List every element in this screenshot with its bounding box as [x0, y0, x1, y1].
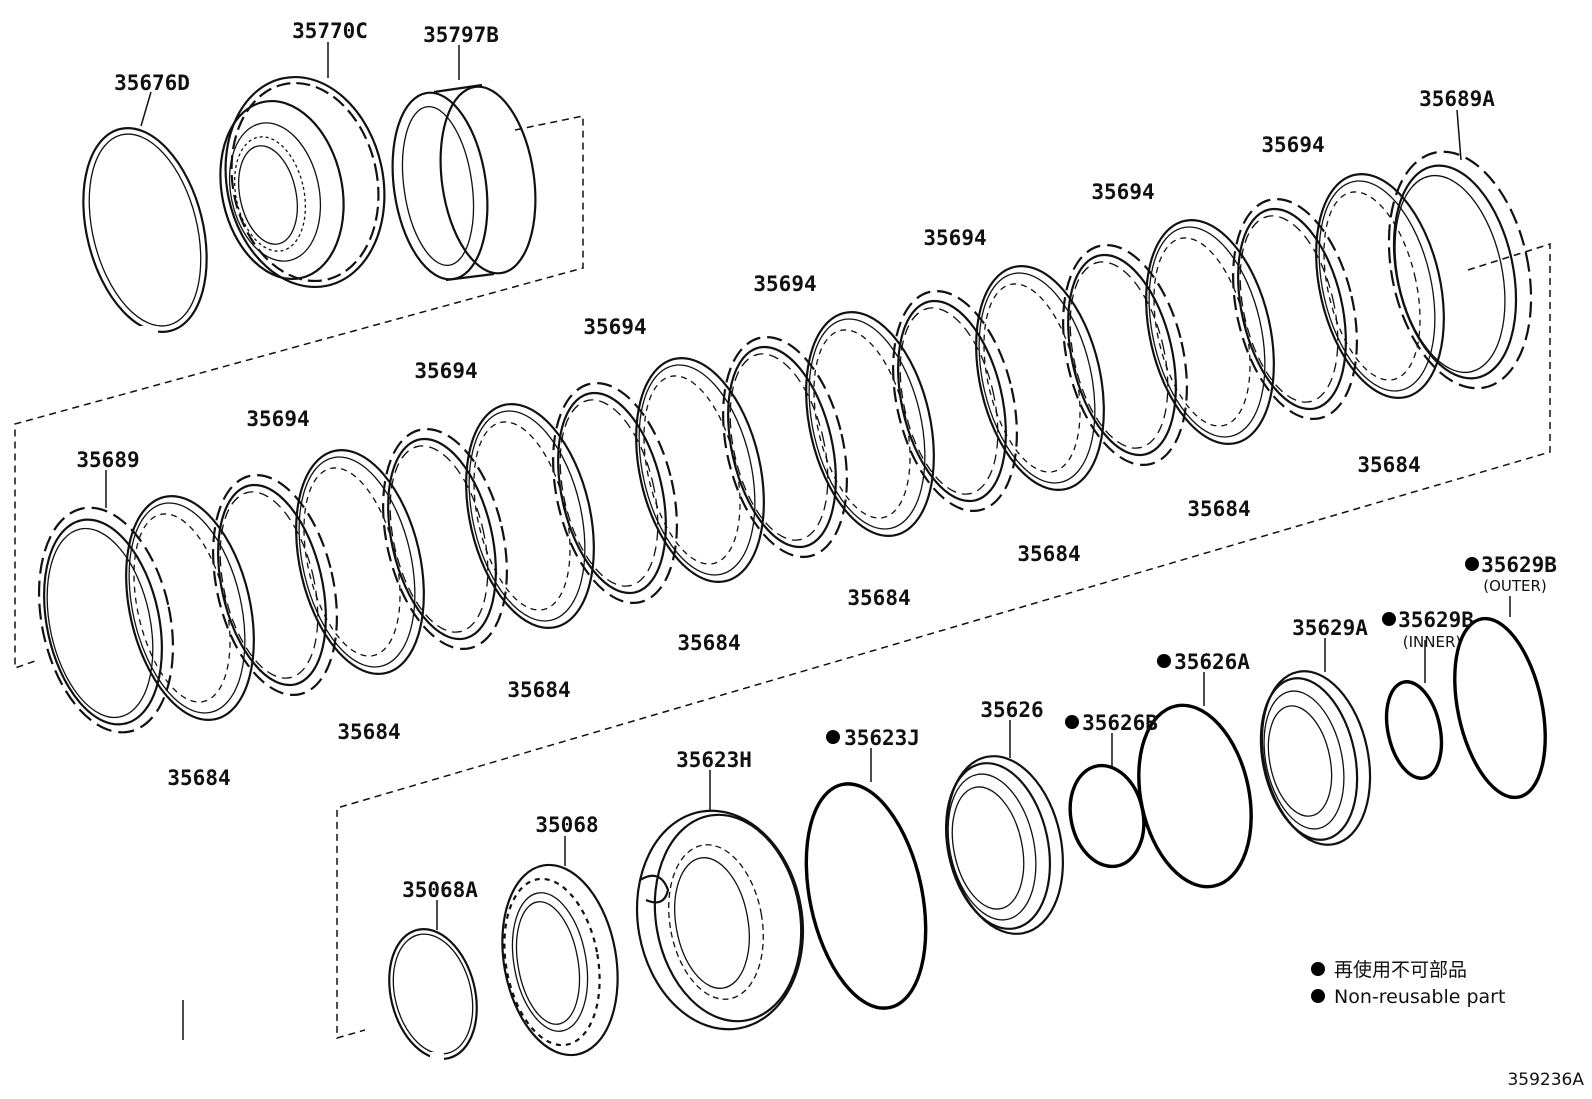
label-35626: 35626	[980, 698, 1043, 722]
flange-plate-35689	[37, 506, 175, 734]
label-35684-3: 35684	[507, 678, 570, 702]
label-35684-8: 35684	[1357, 453, 1420, 477]
non-reusable-mark-35629B-inner	[1382, 612, 1396, 626]
label-35068A: 35068A	[402, 878, 478, 902]
label-35694-5: 35694	[923, 226, 986, 250]
label-35626A: 35626A	[1174, 650, 1250, 674]
label-35694-6: 35694	[1091, 180, 1154, 204]
label-35623H: 35623H	[676, 748, 752, 772]
clutch-hub-35770C	[219, 75, 386, 289]
legend: 再使用不可部品 Non-reusable part	[1311, 959, 1505, 1008]
friction-disc-35694	[722, 335, 848, 559]
label-35694-1: 35694	[246, 407, 309, 431]
steel-plate-35684	[975, 265, 1105, 491]
seal-35626	[944, 755, 1064, 935]
label-35676D: 35676D	[114, 71, 190, 95]
snap-ring-35068A	[388, 928, 478, 1062]
label-35689: 35689	[76, 448, 139, 472]
label-inner: (INNER)	[1403, 633, 1461, 651]
part-labels: 35676D 35770C 35797B 35689A 35689 35694 …	[76, 19, 1557, 902]
legend-text-japanese: 再使用不可部品	[1334, 959, 1467, 981]
steel-plate-35684	[125, 495, 255, 721]
label-35694-7: 35694	[1261, 133, 1324, 157]
friction-disc-35694	[382, 427, 508, 651]
legend-dot-2	[1311, 989, 1325, 1003]
o-ring-35626A	[1137, 703, 1253, 889]
label-35684-7: 35684	[1187, 497, 1250, 521]
steel-plate-35684	[295, 449, 425, 675]
label-35684-4: 35684	[677, 631, 740, 655]
friction-disc-35694	[1062, 243, 1188, 467]
label-35684-1: 35684	[167, 766, 230, 790]
friction-disc-35694	[552, 381, 678, 605]
clutch-disc-stack	[125, 173, 1445, 721]
leader-lines	[105, 42, 1511, 1040]
label-35623J: 35623J	[844, 726, 920, 750]
label-35770C: 35770C	[292, 19, 368, 43]
steel-plate-35684	[1145, 219, 1275, 445]
assembly-boundary	[14, 115, 1551, 1039]
label-35797B: 35797B	[423, 23, 499, 47]
non-reusable-mark-35626A	[1157, 654, 1171, 668]
seal-35629A	[1259, 670, 1372, 846]
piston-35623H	[635, 809, 805, 1031]
flange-plate-35689A	[1387, 150, 1533, 390]
steel-plate-35684	[1315, 173, 1445, 399]
label-35629B-outer: 35629B	[1481, 553, 1557, 577]
friction-disc-35694	[212, 473, 338, 697]
label-35689A: 35689A	[1419, 87, 1495, 111]
sleeve-35797B	[391, 83, 537, 282]
non-reusable-mark-35623J	[826, 730, 840, 744]
steel-plate-35684	[465, 403, 595, 629]
snap-ring-35676D	[82, 127, 208, 338]
label-35684-2: 35684	[337, 720, 400, 744]
legend-dot-1	[1311, 962, 1325, 976]
figure-code: 359236A	[1507, 1070, 1584, 1090]
label-35694-2: 35694	[414, 359, 477, 383]
label-35684-6: 35684	[1017, 542, 1080, 566]
label-outer: (OUTER)	[1483, 577, 1547, 595]
label-35068: 35068	[535, 813, 598, 837]
friction-disc-35694	[1232, 197, 1358, 421]
o-ring-35623J	[804, 782, 928, 1010]
label-35684-5: 35684	[847, 586, 910, 610]
legend-text-english: Non-reusable part	[1334, 986, 1505, 1008]
spring-retainer-35068	[501, 863, 619, 1057]
label-35629B-inner: 35629B	[1398, 608, 1474, 632]
label-35629A: 35629A	[1292, 616, 1368, 640]
label-35626B: 35626B	[1082, 711, 1158, 735]
label-35694-4: 35694	[753, 272, 816, 296]
friction-disc-35694	[892, 289, 1018, 513]
o-ring-35629B-outer	[1453, 616, 1547, 800]
o-ring-35629B-inner	[1384, 680, 1444, 780]
steel-plate-35684	[805, 311, 935, 537]
non-reusable-mark-35626B	[1065, 715, 1079, 729]
non-reusable-mark-35629B-outer	[1465, 557, 1479, 571]
steel-plate-35684	[635, 357, 765, 583]
label-35694-3: 35694	[583, 315, 646, 339]
